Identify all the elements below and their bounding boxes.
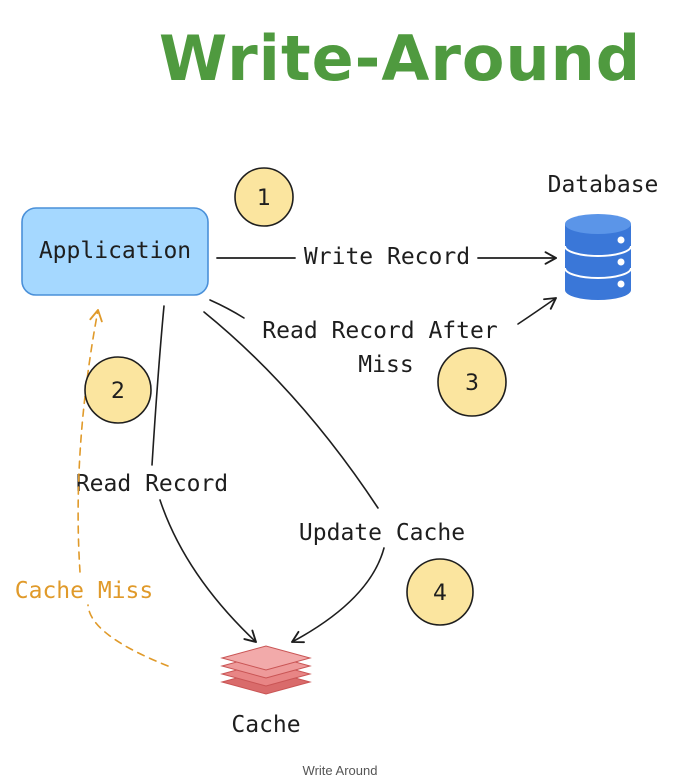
- figure-caption: Write Around: [303, 763, 378, 778]
- read-record-arrow-start: [151, 305, 165, 466]
- diagram-title: Write-Around: [159, 22, 641, 95]
- cache-label: Cache: [231, 712, 300, 738]
- read-after-miss-arrow-start: [209, 299, 245, 319]
- step-badge-4: 4: [406, 558, 474, 626]
- step-number-1: 1: [257, 186, 271, 211]
- read-after-miss-arrow-end: [517, 297, 557, 325]
- application-box: [21, 207, 209, 296]
- read-after-miss-label-line2: Miss: [358, 352, 413, 378]
- database-label: Database: [548, 172, 659, 198]
- stack-layers-icon: [220, 645, 312, 695]
- step-badge-1: 1: [234, 167, 294, 227]
- cache-miss-arrow-lower: [87, 604, 169, 667]
- update-cache-arrow-start: [203, 311, 379, 509]
- cache-node: Cache: [220, 645, 312, 738]
- database-icon: [564, 214, 632, 300]
- read-after-miss-edge: Read Record After Miss: [209, 297, 557, 378]
- database-node: Database: [548, 172, 659, 300]
- cache-miss-edge: Cache Miss: [15, 309, 169, 667]
- update-cache-label: Update Cache: [299, 520, 465, 546]
- step-number-3: 3: [465, 371, 479, 396]
- read-record-arrow-end: [159, 499, 257, 643]
- step-number-2: 2: [111, 379, 125, 404]
- update-cache-edge: Update Cache: [203, 311, 465, 644]
- step-number-4: 4: [433, 581, 447, 606]
- step-badge-2: 2: [84, 356, 152, 424]
- cache-miss-arrow-upper: [77, 309, 103, 573]
- write-record-label: Write Record: [304, 244, 470, 270]
- step-badge-3: 3: [437, 347, 507, 417]
- read-record-label: Read Record: [76, 471, 228, 497]
- application-label: Application: [39, 238, 191, 264]
- read-record-edge: Read Record: [76, 305, 257, 643]
- write-record-edge: Write Record: [216, 244, 557, 270]
- application-node: Application: [21, 207, 209, 296]
- update-cache-arrow-end: [291, 547, 385, 644]
- read-after-miss-label-line1: Read Record After: [262, 318, 497, 344]
- cache-miss-label: Cache Miss: [15, 578, 153, 604]
